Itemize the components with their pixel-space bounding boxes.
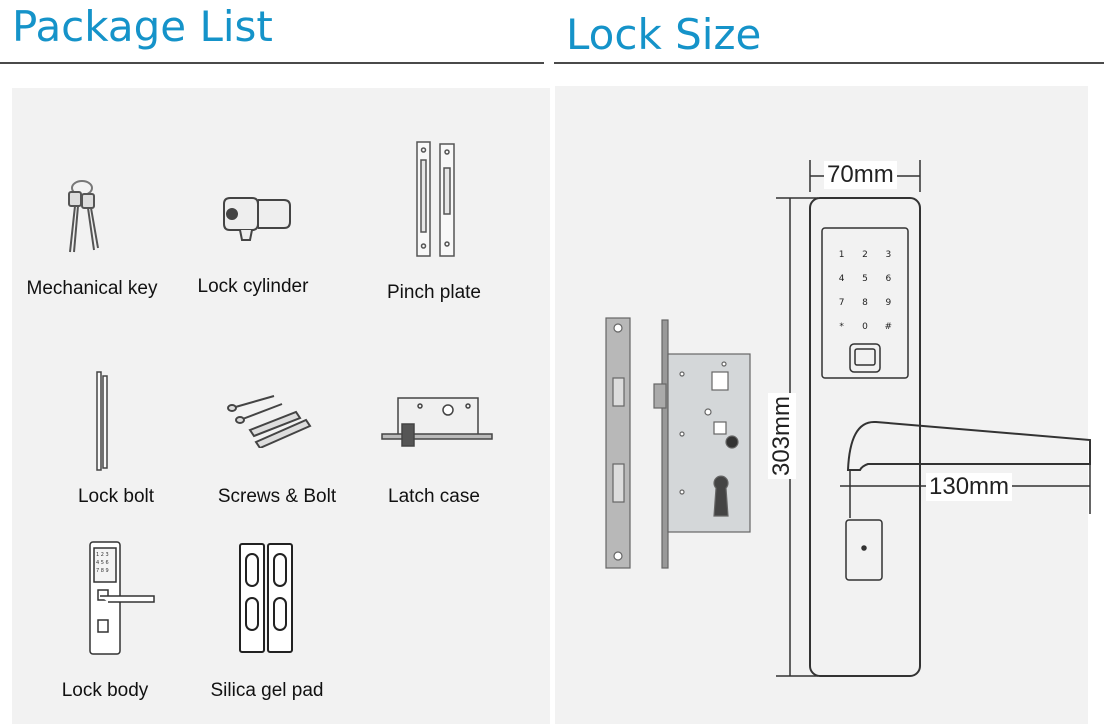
package-item-label: Lock bolt xyxy=(77,486,155,507)
keypad-key: 0 xyxy=(862,322,868,332)
keypad-key: 1 xyxy=(838,250,845,260)
package-title-rule xyxy=(0,62,544,64)
lock-body-icon: 1 2 3 4 5 6 7 8 9 xyxy=(89,541,155,655)
keypad-key: # xyxy=(884,322,893,332)
package-list-title: Package List xyxy=(12,2,273,51)
key-icon xyxy=(68,180,99,253)
svg-text:7 8 9: 7 8 9 xyxy=(96,568,109,574)
package-item-label: Mechanical key xyxy=(26,278,158,299)
package-item-label: Pinch plate xyxy=(386,282,481,303)
package-item-label: Screws & Bolt xyxy=(217,486,337,507)
keypad-key: 6 xyxy=(885,274,892,284)
keypad-key: 9 xyxy=(885,298,892,308)
keypad-key: 2 xyxy=(862,250,868,260)
gel-pad-icon xyxy=(239,543,293,653)
width-dimension-label: 70mm xyxy=(824,161,897,189)
svg-text:4 5 6: 4 5 6 xyxy=(96,560,109,566)
svg-text:1 2 3: 1 2 3 xyxy=(96,552,109,558)
handle-length-label: 130mm xyxy=(926,473,1013,501)
keypad-key: * xyxy=(839,322,844,332)
package-item-label: Lock body xyxy=(61,680,149,701)
keypad-key: 8 xyxy=(862,298,868,308)
keypad-key: 3 xyxy=(885,250,892,260)
pinch-plate-icon xyxy=(416,141,455,257)
keypad-key: 4 xyxy=(838,274,845,284)
package-item-label: Lock cylinder xyxy=(197,276,309,297)
bolt-rod-icon xyxy=(96,371,108,471)
lock-size-title: Lock Size xyxy=(566,10,762,59)
lock-front-drawing xyxy=(776,160,1091,677)
latch-case-icon xyxy=(381,397,493,447)
keypad-key: 5 xyxy=(862,274,868,284)
mortise-lock-drawing xyxy=(605,317,751,569)
lock-size-panel xyxy=(555,86,1088,724)
height-dimension-label: 303mm xyxy=(768,392,797,480)
keypad-grid: 1 2 3 4 5 6 7 8 9 * 0 # xyxy=(830,250,900,332)
screws-icon xyxy=(227,395,312,448)
package-item-label: Latch case xyxy=(388,486,480,507)
package-item-label: Silica gel pad xyxy=(210,680,324,701)
lock-size-title-rule xyxy=(554,62,1104,64)
cylinder-icon xyxy=(223,197,291,241)
keypad-key: 7 xyxy=(838,298,845,308)
